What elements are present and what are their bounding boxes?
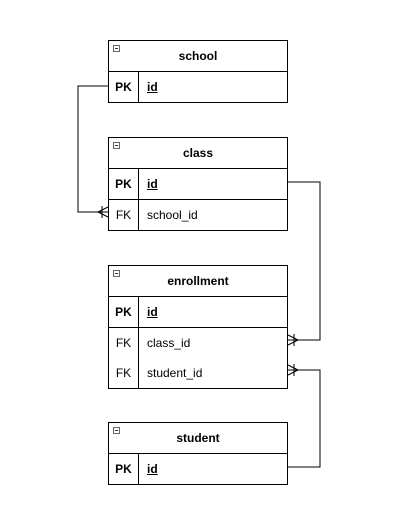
- entity-header[interactable]: enrollment: [109, 266, 287, 297]
- entity-enrollment[interactable]: enrollment PK id FK class_id FK student_…: [108, 265, 288, 389]
- collapse-icon[interactable]: [113, 45, 120, 52]
- entity-header[interactable]: school: [109, 41, 287, 72]
- entity-title: enrollment: [167, 274, 229, 288]
- relationship-class-enrollment[interactable]: [287, 181, 321, 346]
- crows-foot-many-icon: [287, 334, 299, 346]
- crows-foot-many-icon: [97, 206, 109, 218]
- field-name: class_id: [147, 336, 191, 350]
- relationship-student-enrollment[interactable]: [287, 364, 321, 468]
- key-type: PK: [109, 297, 139, 327]
- field-name: student_id: [147, 366, 203, 380]
- collapse-icon[interactable]: [113, 270, 120, 277]
- crows-foot-many-icon: [287, 364, 299, 376]
- entity-row[interactable]: FK student_id: [109, 358, 287, 388]
- field-name: id: [147, 462, 158, 476]
- entity-row[interactable]: PK id: [109, 169, 287, 200]
- entity-student[interactable]: student PK id: [108, 422, 288, 485]
- key-type: PK: [109, 72, 139, 102]
- entity-row[interactable]: PK id: [109, 72, 287, 102]
- key-type: PK: [109, 454, 139, 484]
- entity-school[interactable]: school PK id: [108, 40, 288, 103]
- entity-class[interactable]: class PK id FK school_id: [108, 137, 288, 231]
- relationship-school-class[interactable]: [77, 85, 109, 218]
- key-type: FK: [109, 328, 139, 358]
- field-name: id: [147, 80, 158, 94]
- entity-header[interactable]: class: [109, 138, 287, 169]
- field-name: id: [147, 305, 158, 319]
- collapse-icon[interactable]: [113, 142, 120, 149]
- entity-title: school: [178, 49, 218, 63]
- field-name: id: [147, 177, 158, 191]
- collapse-icon[interactable]: [113, 427, 120, 434]
- entity-title: student: [176, 431, 220, 445]
- entity-row[interactable]: FK class_id: [109, 328, 287, 358]
- entity-title: class: [182, 146, 214, 160]
- key-type: FK: [109, 200, 139, 230]
- entity-header[interactable]: student: [109, 423, 287, 454]
- key-type: PK: [109, 169, 139, 199]
- entity-row[interactable]: PK id: [109, 297, 287, 328]
- key-type: FK: [109, 358, 139, 388]
- entity-row[interactable]: PK id: [109, 454, 287, 484]
- field-name: school_id: [147, 208, 198, 222]
- entity-row[interactable]: FK school_id: [109, 200, 287, 230]
